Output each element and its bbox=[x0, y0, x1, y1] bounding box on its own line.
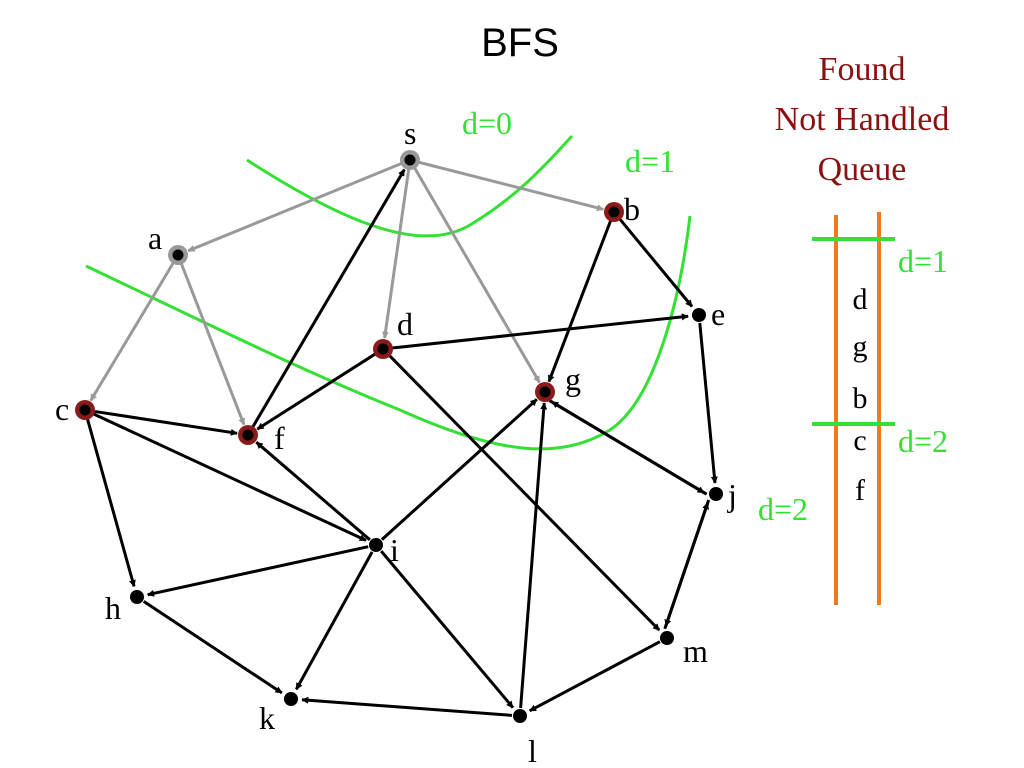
legend-found: Found bbox=[819, 51, 906, 88]
legend-not-handled: Not Handled bbox=[775, 101, 950, 138]
node-j: j bbox=[709, 477, 737, 513]
edge-d-m bbox=[387, 353, 661, 632]
node-dot-a bbox=[172, 249, 184, 261]
node-dot-i bbox=[369, 538, 383, 552]
edge-a-f bbox=[179, 261, 246, 426]
diagram-title: BFS bbox=[481, 21, 559, 65]
node-dot-c bbox=[79, 404, 91, 416]
node-d: d bbox=[373, 306, 413, 359]
node-dot-l bbox=[513, 709, 527, 723]
node-dot-j bbox=[709, 487, 723, 501]
edge-l-g bbox=[519, 402, 548, 709]
edge-f-s bbox=[250, 168, 406, 429]
node-label-s: s bbox=[404, 115, 416, 151]
edge-h-k bbox=[142, 600, 283, 695]
node-dot-m bbox=[660, 631, 674, 645]
node-h: h bbox=[105, 590, 144, 626]
node-label-l: l bbox=[528, 733, 537, 768]
node-label-i: i bbox=[390, 532, 399, 568]
node-l: l bbox=[513, 709, 537, 768]
edge-s-d bbox=[382, 167, 411, 339]
edge-i-h bbox=[147, 545, 369, 597]
edge-c-f bbox=[92, 409, 238, 436]
legend-queue: Queue bbox=[818, 151, 907, 188]
node-dot-b bbox=[608, 206, 620, 218]
queue-item-d: d bbox=[853, 283, 868, 316]
node-k: k bbox=[259, 692, 298, 736]
frontier-curve-d0 bbox=[246, 134, 574, 238]
edge-j-g bbox=[551, 400, 708, 496]
node-g: g bbox=[535, 361, 581, 402]
edge-s-g bbox=[412, 166, 541, 384]
node-label-f: f bbox=[274, 420, 285, 456]
node-dot-f bbox=[242, 429, 254, 441]
distance-label-d2-graph: d=2 bbox=[758, 491, 808, 527]
frontier-curve-d1 bbox=[85, 215, 692, 451]
edge-b-e bbox=[617, 217, 694, 308]
edge-s-b bbox=[417, 160, 604, 212]
distance-label-d0: d=0 bbox=[462, 105, 512, 141]
edge-s-a bbox=[187, 161, 404, 253]
node-m: m bbox=[660, 631, 708, 669]
node-dot-d bbox=[377, 343, 389, 355]
edge-c-i bbox=[91, 412, 367, 542]
node-label-d: d bbox=[397, 306, 413, 342]
queue-item-g: g bbox=[853, 330, 868, 363]
edge-e-j bbox=[698, 322, 718, 484]
edges-layer bbox=[85, 160, 718, 717]
node-label-m: m bbox=[683, 633, 708, 669]
edge-i-g bbox=[380, 398, 538, 541]
queue-label-d2: d=2 bbox=[898, 423, 948, 459]
edge-m-l bbox=[528, 640, 661, 713]
node-label-g: g bbox=[565, 361, 581, 397]
node-b: b bbox=[604, 191, 640, 227]
legend: Found Not Handled Queue bbox=[775, 51, 950, 188]
node-dot-s bbox=[404, 154, 416, 166]
node-label-j: j bbox=[727, 477, 737, 513]
node-i: i bbox=[369, 532, 399, 568]
edge-b-g bbox=[547, 218, 613, 383]
edge-i-l bbox=[380, 550, 515, 709]
queue-item-f: f bbox=[855, 474, 865, 507]
edge-a-c bbox=[89, 261, 176, 402]
edge-c-h bbox=[85, 417, 136, 588]
node-dot-g bbox=[539, 386, 551, 398]
edge-i-f bbox=[255, 441, 371, 541]
queue-item-b: b bbox=[853, 382, 868, 415]
distance-label-d1: d=1 bbox=[625, 143, 675, 179]
node-dot-k bbox=[284, 692, 298, 706]
node-label-e: e bbox=[711, 296, 725, 332]
node-label-k: k bbox=[259, 700, 275, 736]
frontier-curves bbox=[85, 134, 692, 451]
nodes-layer: s a b c d e f g h i j k l m bbox=[55, 115, 737, 768]
node-a: a bbox=[148, 220, 188, 265]
node-f: f bbox=[238, 420, 285, 456]
edge-d-f bbox=[256, 352, 378, 431]
edge-i-k bbox=[294, 551, 374, 691]
node-s: s bbox=[400, 115, 420, 170]
node-label-a: a bbox=[148, 220, 162, 256]
node-label-b: b bbox=[624, 191, 640, 227]
edge-l-k bbox=[301, 696, 513, 717]
edge-m-j bbox=[663, 502, 710, 630]
queue-label-d1: d=1 bbox=[898, 243, 948, 279]
node-dot-e bbox=[692, 308, 706, 322]
node-e: e bbox=[692, 296, 725, 332]
node-label-h: h bbox=[105, 590, 121, 626]
edge-d-e bbox=[390, 313, 689, 350]
node-c: c bbox=[55, 391, 95, 427]
node-dot-h bbox=[130, 590, 144, 604]
node-label-c: c bbox=[55, 391, 69, 427]
queue-item-c: c bbox=[853, 424, 866, 457]
